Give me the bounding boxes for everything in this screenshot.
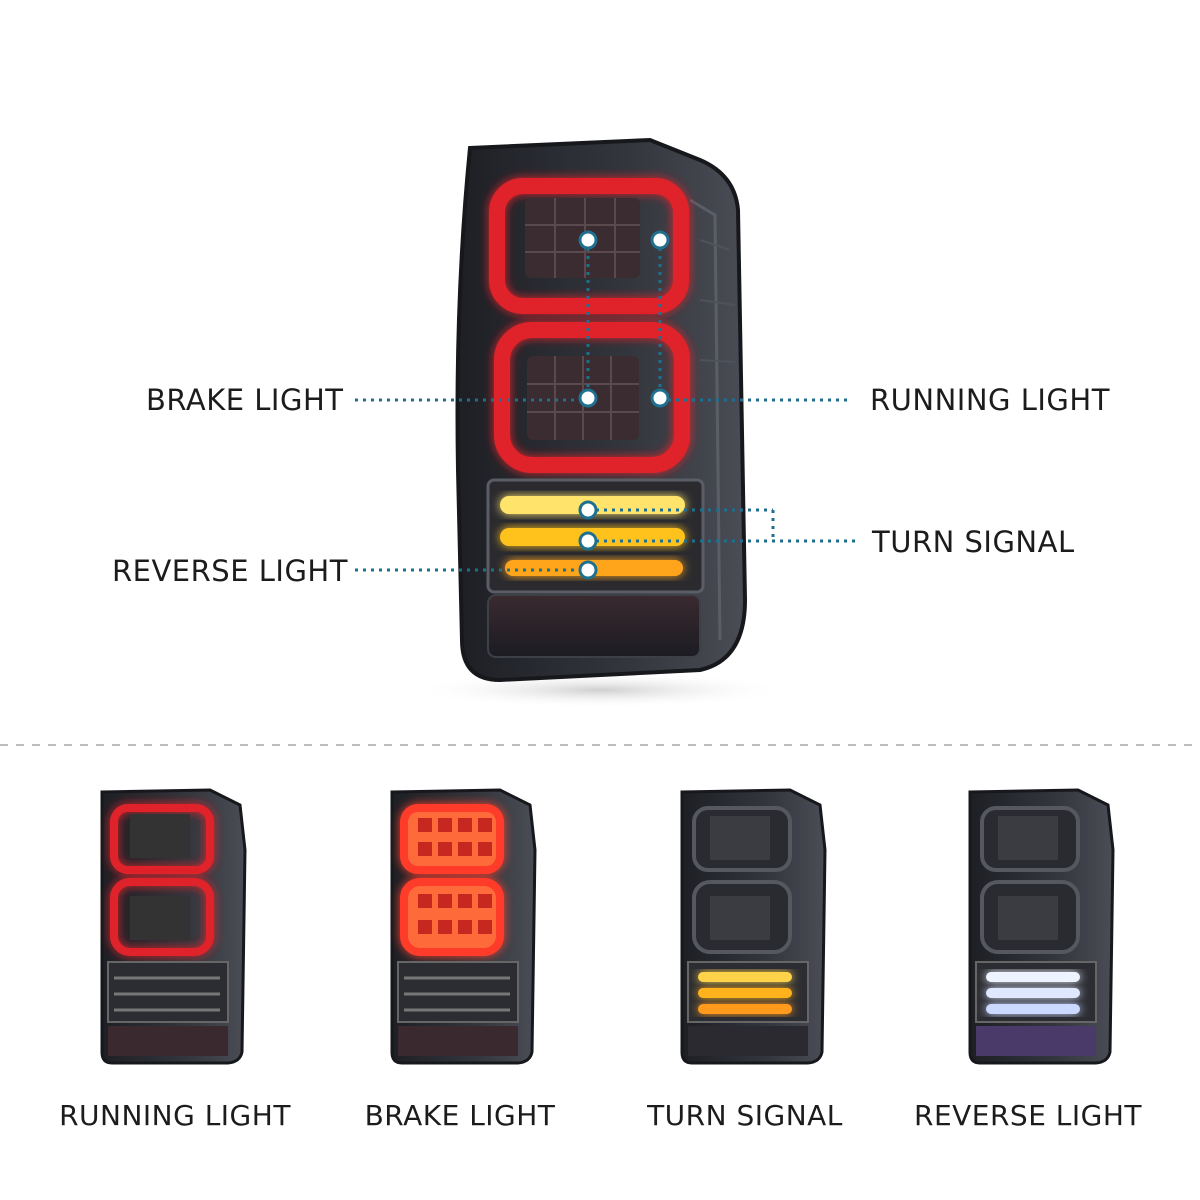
- callout-turn-signal: TURN SIGNAL: [872, 525, 1075, 559]
- callout-brake-light: BRAKE LIGHT: [146, 383, 344, 417]
- main-tail-light: [410, 137, 790, 708]
- variant-running-light: [100, 788, 247, 1065]
- callout-reverse-light: REVERSE LIGHT: [112, 554, 348, 588]
- callout-running-light: RUNNING LIGHT: [870, 383, 1110, 417]
- caption-turn-signal: TURN SIGNAL: [647, 1099, 843, 1132]
- caption-reverse-light: REVERSE LIGHT: [913, 1099, 1143, 1132]
- variant-turn-signal: [680, 788, 827, 1065]
- caption-brake-light: BRAKE LIGHT: [364, 1099, 556, 1132]
- callout-dots: [578, 230, 670, 580]
- callout-lines: [355, 240, 858, 572]
- variant-brake-light: [390, 788, 537, 1065]
- caption-running-light: RUNNING LIGHT: [59, 1099, 291, 1132]
- variant-reverse-light: [968, 788, 1115, 1065]
